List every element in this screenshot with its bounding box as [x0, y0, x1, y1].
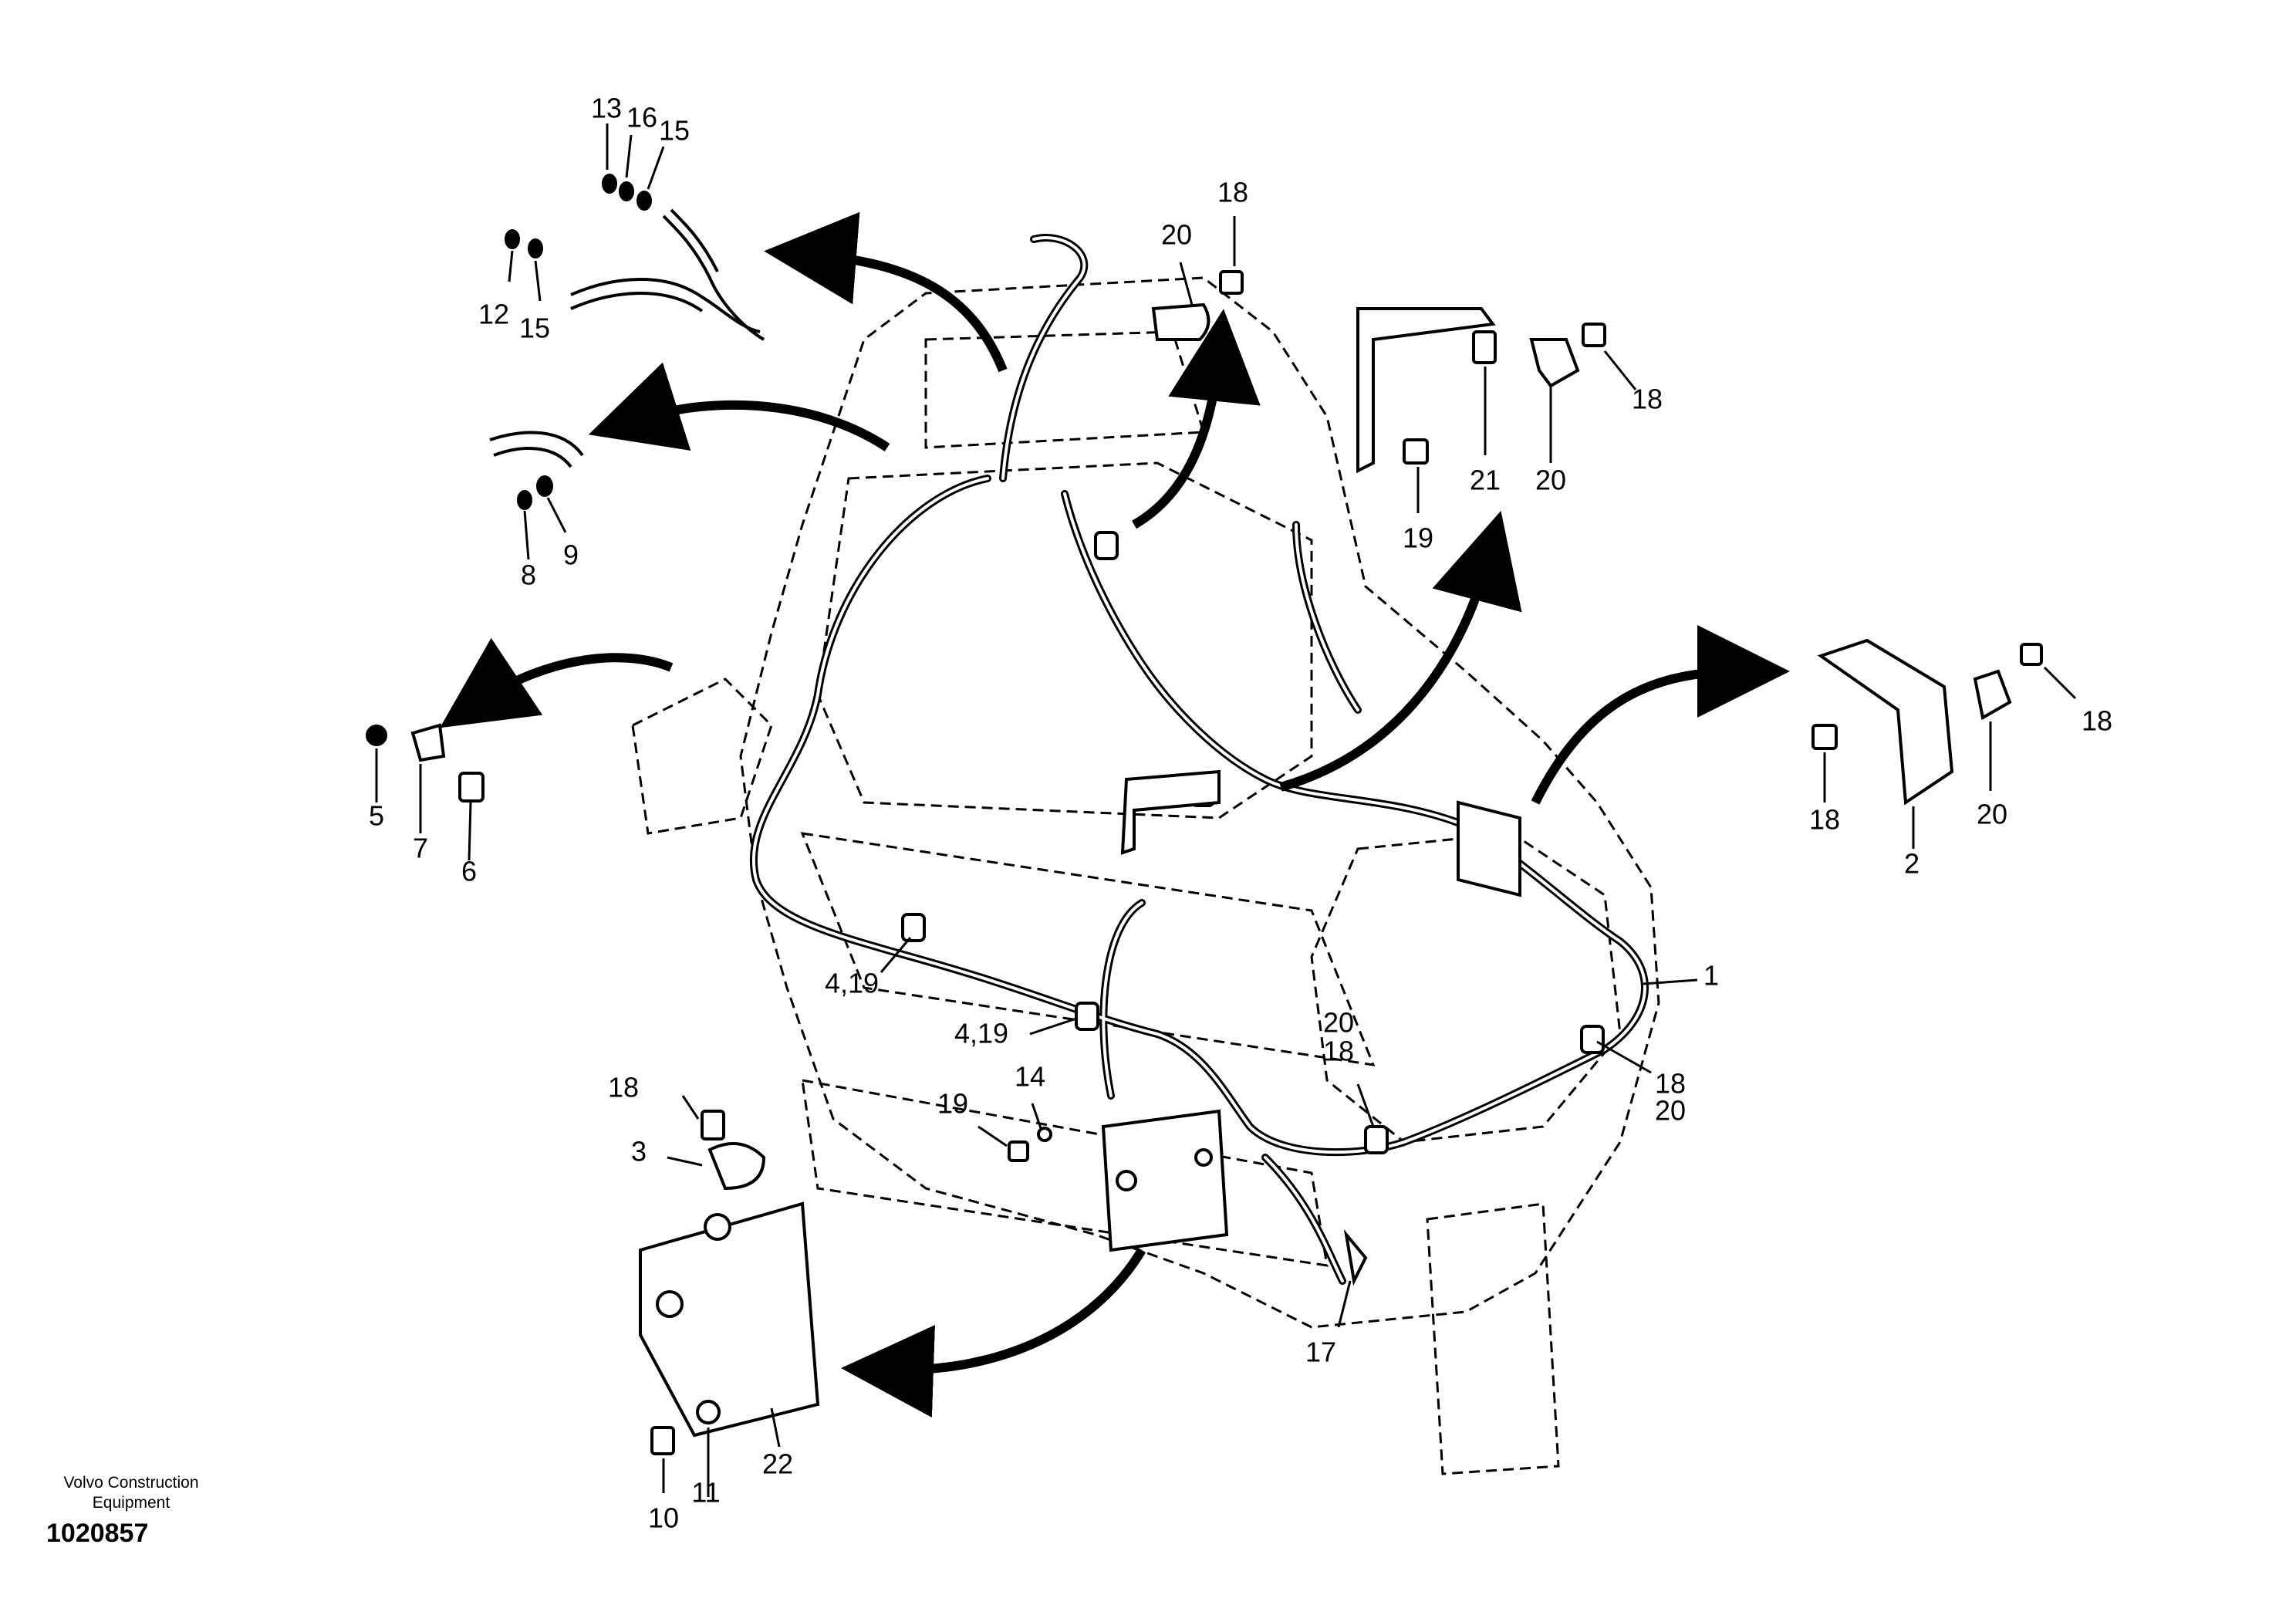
callout-15: 15	[519, 313, 550, 344]
callout-18: 18	[608, 1072, 639, 1103]
callout-1: 1	[1703, 960, 1719, 992]
callout-5: 5	[369, 800, 384, 832]
hose-parts	[489, 208, 765, 468]
callout-4-19: 4,19	[954, 1018, 1008, 1049]
callout-18: 18	[2082, 705, 2112, 737]
manufacturer-name-line2: Equipment	[92, 1494, 171, 1512]
callout-13: 13	[591, 93, 622, 124]
leader-lines	[375, 123, 2077, 1497]
callout-20: 20	[1161, 219, 1192, 251]
callout-2: 2	[1904, 848, 1920, 880]
callout-3: 3	[631, 1136, 647, 1168]
callout-20: 20	[1535, 465, 1566, 496]
callout-14: 14	[1015, 1061, 1045, 1093]
callout-18: 18	[1655, 1068, 1686, 1100]
flow-arrows	[440, 211, 1790, 1418]
callout-8: 8	[521, 559, 536, 591]
callout-4-19: 4,19	[825, 968, 879, 999]
callout-labels: 13 16 15 12 15 8 9 5 7 6 20 18 18 19 21 …	[369, 93, 2112, 1534]
callout-15: 15	[659, 115, 690, 147]
callout-6: 6	[461, 856, 477, 887]
callout-17: 17	[1305, 1336, 1336, 1368]
callout-22: 22	[762, 1448, 793, 1480]
manufacturer-name: Volvo Construction	[63, 1474, 199, 1492]
callout-10: 10	[648, 1502, 679, 1534]
small-fittings	[366, 174, 652, 746]
callout-9: 9	[563, 539, 579, 571]
callout-19: 19	[937, 1088, 968, 1120]
callout-7: 7	[413, 833, 428, 864]
callout-18: 18	[1809, 804, 1840, 836]
engine-brackets	[1101, 769, 1521, 1252]
callout-20: 20	[1323, 1007, 1354, 1039]
callout-20: 20	[1655, 1095, 1686, 1127]
callout-21: 21	[1470, 465, 1501, 496]
callout-18: 18	[1323, 1036, 1354, 1067]
callout-19: 19	[1403, 522, 1433, 554]
callout-18: 18	[1217, 177, 1248, 208]
exploded-brackets-bolts	[410, 270, 2043, 1455]
callout-16: 16	[626, 102, 657, 133]
drawing-number: 1020857	[46, 1519, 149, 1548]
callout-18: 18	[1632, 384, 1663, 415]
callout-12: 12	[478, 299, 509, 330]
callout-11: 11	[691, 1477, 720, 1509]
callout-20: 20	[1977, 799, 2007, 830]
